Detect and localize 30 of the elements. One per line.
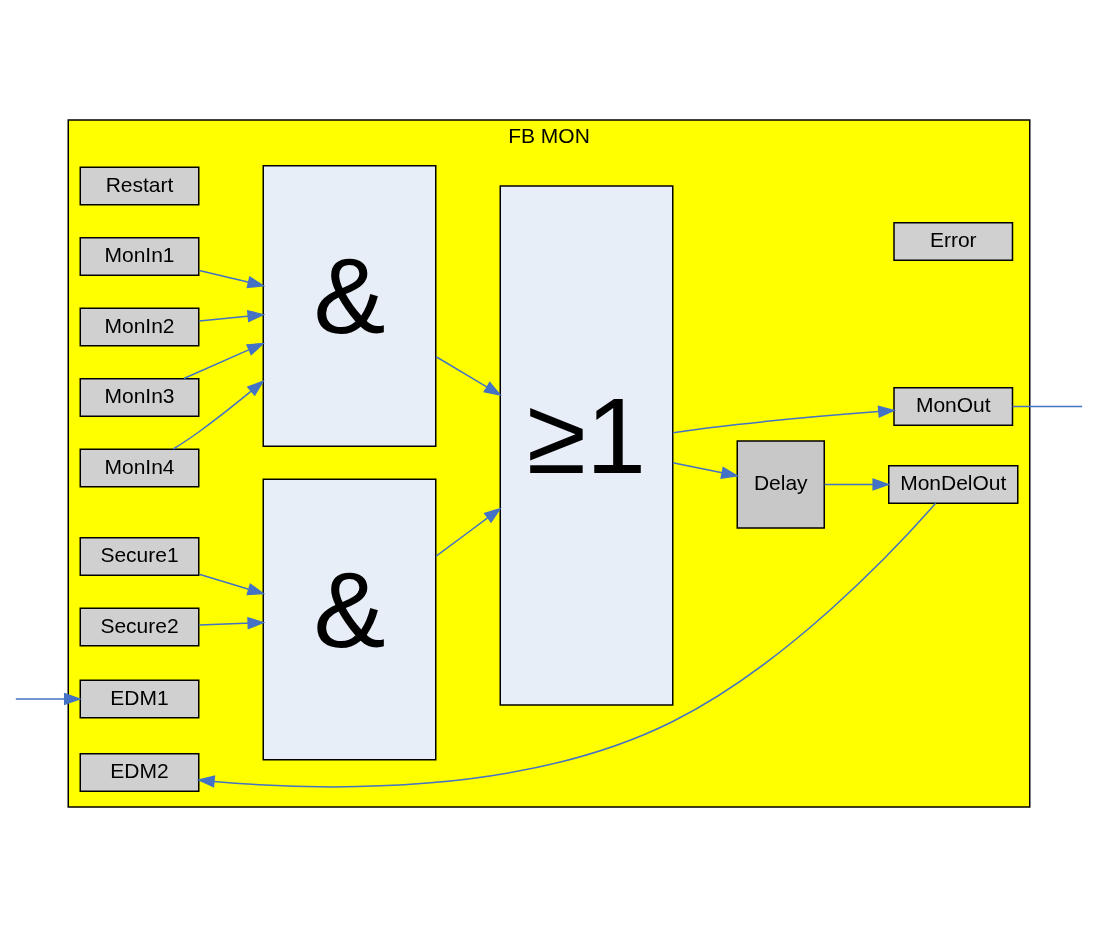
node-box: MonDelOut <box>888 464 1019 504</box>
node-box: & <box>262 164 437 447</box>
node-box: MonIn2 <box>79 307 200 346</box>
node-box: MonIn4 <box>79 448 200 487</box>
arrow <box>15 692 82 705</box>
connector <box>1011 405 1083 407</box>
arrow <box>672 404 897 433</box>
node-box: Secure2 <box>79 607 200 646</box>
arrow <box>196 502 937 788</box>
arrow <box>672 461 740 479</box>
node-box: & <box>262 478 437 760</box>
node-box: Error <box>893 221 1014 261</box>
arrow <box>198 572 266 595</box>
arrow <box>435 355 502 396</box>
node-box: EDM2 <box>79 752 200 792</box>
node-box: MonIn3 <box>79 377 200 417</box>
node-box: MonIn1 <box>79 236 200 276</box>
arrow <box>435 506 502 557</box>
arrow <box>172 379 265 450</box>
arrow <box>198 309 266 322</box>
arrow <box>198 616 266 629</box>
node-box: Restart <box>79 166 200 205</box>
arrow <box>198 269 266 288</box>
arrow <box>183 342 265 379</box>
node-box: Delay <box>736 439 825 529</box>
node-box: EDM1 <box>79 679 200 718</box>
arrow <box>823 477 891 491</box>
node-box: MonOut <box>893 386 1014 426</box>
node-box: ≥1 <box>499 184 674 706</box>
node-box: Secure1 <box>79 536 200 576</box>
